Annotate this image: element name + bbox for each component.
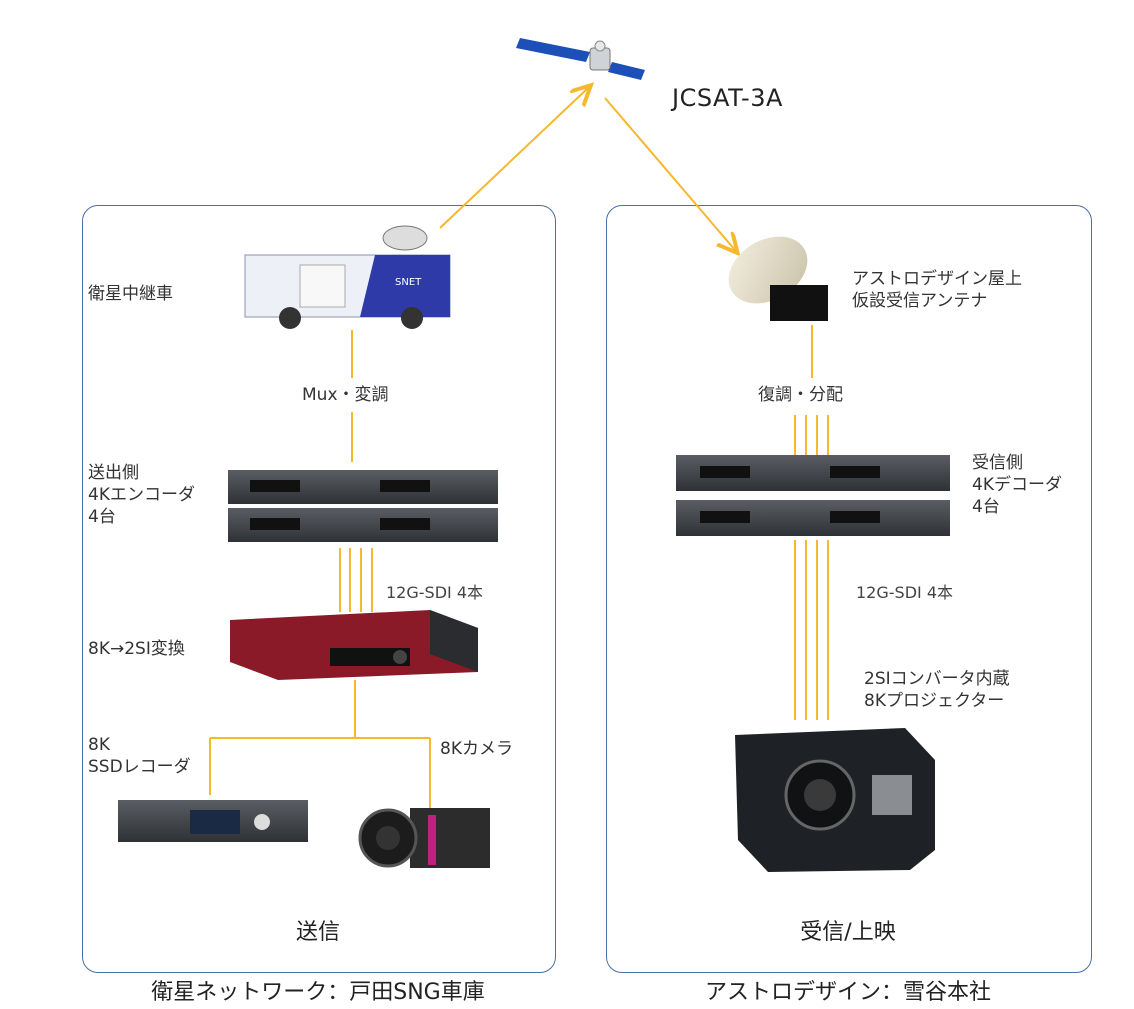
projector-label: 2SIコンバータ内蔵 8Kプロジェクター	[864, 669, 1010, 711]
receive-sdi-label: 12G-SDI 4本	[856, 583, 953, 602]
satellite-name: JCSAT-3A	[672, 84, 783, 112]
truck-logo-text: SNET	[395, 277, 422, 288]
uplink-arrow	[439, 88, 588, 229]
transmit-caption-line1: 送信	[295, 920, 340, 945]
camera-unit	[358, 808, 490, 868]
converter-label: 8K→2SI変換	[88, 639, 185, 659]
downlink-arrow	[604, 97, 735, 250]
transmit-sdi-label: 12G-SDI 4本	[386, 583, 483, 602]
receive-antenna-icon	[728, 236, 828, 321]
transmit-caption-line2: 衛星ネットワーク：戸田SNG車庫	[151, 980, 485, 1005]
receive-caption-line2: アストロデザイン：雪谷本社	[704, 980, 991, 1005]
satellite-icon	[516, 38, 645, 80]
converter-unit	[230, 610, 478, 680]
relay-vehicle-label: 衛星中継車	[88, 284, 173, 304]
demodulation-label: 復調・分配	[752, 384, 849, 406]
transmit-panel	[82, 205, 556, 973]
camera-label: 8Kカメラ	[440, 739, 513, 759]
relay-truck-icon: SNET	[244, 225, 451, 329]
receive-caption-line1: 受信/上映	[800, 920, 896, 945]
recorder-label: 8K SSDレコーダ	[88, 735, 191, 777]
receive-caption: 受信/上映 アストロデザイン：雪谷本社	[606, 888, 1090, 1008]
transmit-caption: 送信 衛星ネットワーク：戸田SNG車庫	[82, 888, 554, 1008]
encoder-units	[228, 470, 498, 542]
encoders-label: 送出側 4Kエンコーダ 4台	[88, 463, 195, 527]
decoder-units	[676, 455, 950, 536]
projector-unit	[735, 728, 935, 872]
mux-modulation-label: Mux・変調	[296, 384, 395, 406]
decoders-label: 受信側 4Kデコーダ 4台	[972, 453, 1062, 517]
ssd-recorder-unit	[118, 800, 308, 842]
receive-panel	[606, 205, 1092, 973]
antenna-label: アストロデザイン屋上 仮設受信アンテナ	[852, 269, 1022, 311]
